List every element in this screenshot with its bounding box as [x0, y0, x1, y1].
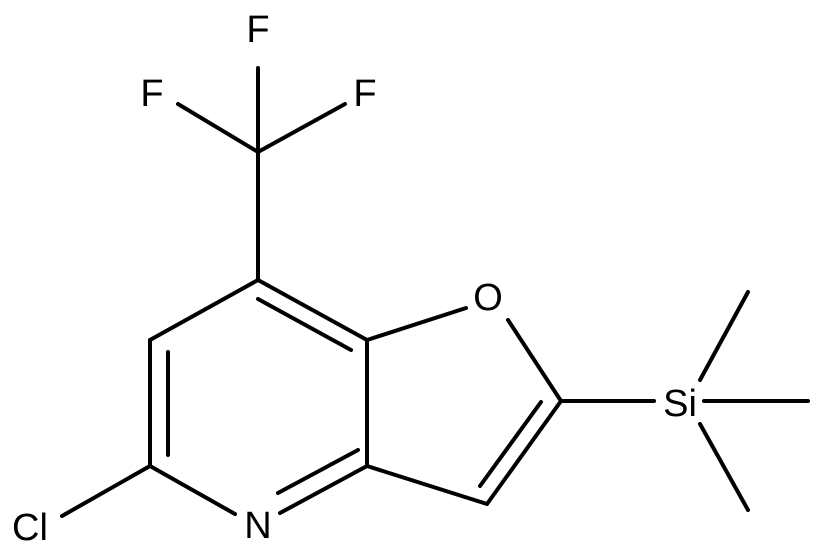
atom-label-f-left: F	[140, 73, 163, 115]
bond-c7a-o	[365, 306, 468, 342]
atom-label-f-top: F	[246, 9, 269, 51]
bond-c2-c3	[485, 399, 563, 506]
bond-c5-cl	[60, 464, 152, 518]
bond-n4-c3a-double	[276, 448, 360, 495]
bond-cf3-c-f-right	[256, 102, 347, 154]
bond-si-me-top	[698, 290, 750, 382]
atom-label-n: N	[244, 505, 271, 547]
bond-c5-n4	[148, 464, 237, 516]
bond-c2-c3-double	[478, 400, 543, 488]
bond-c7a-c7	[256, 278, 369, 342]
atom-label-cl: Cl	[12, 507, 48, 549]
atom-label-o: O	[473, 277, 503, 319]
atom-label-f-right: F	[353, 73, 376, 115]
bond-n4-c3a	[278, 464, 369, 515]
bond-c3-c3a	[365, 464, 489, 506]
bond-c7-c6	[148, 278, 260, 342]
bond-c7a-c7-double	[256, 297, 353, 352]
bond-o-c2	[506, 318, 563, 403]
bond-si-me-bottom	[698, 422, 750, 512]
atom-label-si: Si	[663, 383, 697, 425]
bond-cf3-c-f-left	[176, 102, 260, 154]
